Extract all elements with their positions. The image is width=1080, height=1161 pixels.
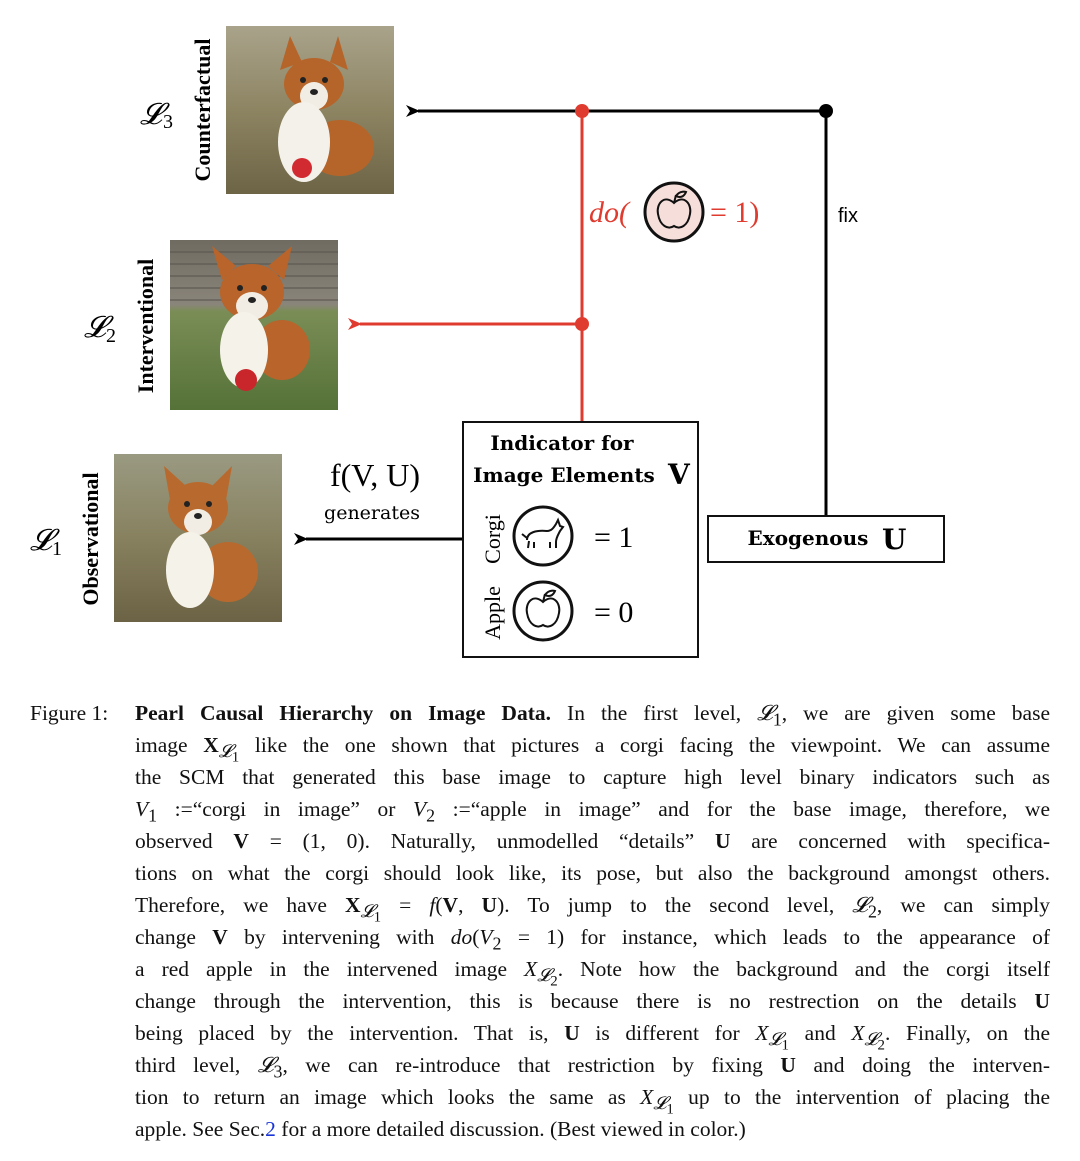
corgi-photo — [114, 454, 282, 622]
junction-dot-red-mid — [575, 317, 589, 331]
generates-label: generates — [324, 502, 420, 524]
level-1-row: 𝓛 1 Observational — [30, 454, 282, 622]
caption-line: Therefore, we have X𝓛1 = f(V, U). To jum… — [135, 893, 1050, 926]
exogenous-symbol: U — [882, 523, 906, 556]
caption-line: tions on what the corgi should look like… — [135, 861, 1050, 885]
caption-title: Pearl Causal Hierarchy on Image Data. — [135, 701, 551, 725]
apple-value: = 0 — [594, 596, 633, 629]
intervention-label: do( = 1) — [589, 181, 759, 243]
corgi-with-apple-photo — [226, 26, 394, 194]
junction-dot-black — [819, 104, 833, 118]
level-2-subscript: 2 — [106, 325, 116, 347]
indicator-title-line2: Image Elements — [473, 463, 655, 487]
caption-line: being placed by the intervention. That i… — [135, 1021, 1050, 1054]
caption-prefix: Figure 1: — [30, 701, 109, 725]
caption-line: image X𝓛1 like the one shown that pictur… — [135, 733, 1050, 766]
level-2-row: 𝓛 2 Interventional — [84, 240, 338, 410]
indicator-title-symbol: V — [667, 458, 691, 491]
caption-line: change V by intervening with do(V2 = 1) … — [135, 925, 1050, 954]
level-3-row: 𝓛 3 Counterfactual — [140, 26, 394, 194]
caption-line: a red apple in the intervened image X𝓛2.… — [135, 957, 1050, 990]
caption-line: apple. See Sec.2 for a more detailed dis… — [135, 1117, 746, 1141]
fix-label: fix — [838, 205, 858, 227]
junction-dot-red-top — [575, 104, 589, 118]
apple-row-label: Apple — [480, 586, 505, 640]
caption-line: Pearl Causal Hierarchy on Image Data. In… — [135, 701, 1051, 730]
corgi-row-label: Corgi — [480, 514, 505, 564]
function-label: f(V, U) — [330, 457, 420, 493]
caption-line: third level, 𝓛3, we can re-introduce tha… — [135, 1053, 1050, 1082]
level-2-name: Interventional — [133, 259, 158, 393]
indicator-box: Indicator for Image Elements V Corgi = 1… — [462, 421, 699, 658]
corgi-value: = 1 — [594, 521, 633, 554]
exogenous-label: Exogenous — [748, 526, 869, 550]
do-prefix: do( — [589, 196, 631, 229]
level-3-subscript: 3 — [163, 111, 173, 133]
exogenous-box: Exogenous U — [707, 515, 945, 563]
caption-line: change through the intervention, this is… — [135, 989, 1050, 1013]
corgi-icon — [521, 517, 565, 549]
caption-line: V1 :=“corgi in image” or V2 :=“apple in … — [135, 797, 1050, 826]
caption-line: the SCM that generated this base image t… — [135, 765, 1050, 789]
pearl-hierarchy-diagram: 𝓛 3 Counterfactual 𝓛 2 Interventional — [30, 26, 945, 658]
level-1-subscript: 1 — [52, 538, 62, 560]
apple-icon — [656, 190, 692, 229]
section-link[interactable]: 2 — [265, 1117, 276, 1141]
caption-line: observed V = (1, 0). Naturally, unmodell… — [135, 829, 1050, 853]
apple-row-circle — [512, 580, 574, 642]
caption-line: tion to return an image which looks the … — [135, 1085, 1050, 1118]
level-1-name: Observational — [78, 472, 103, 605]
apple-circle — [643, 181, 705, 243]
do-suffix: = 1) — [710, 196, 759, 229]
corgi-circle — [512, 505, 574, 567]
indicator-title-line1: Indicator for — [490, 431, 634, 455]
apple-row-icon — [525, 589, 561, 628]
level-3-name: Counterfactual — [190, 39, 215, 182]
corgi-intervened-photo — [170, 240, 338, 410]
